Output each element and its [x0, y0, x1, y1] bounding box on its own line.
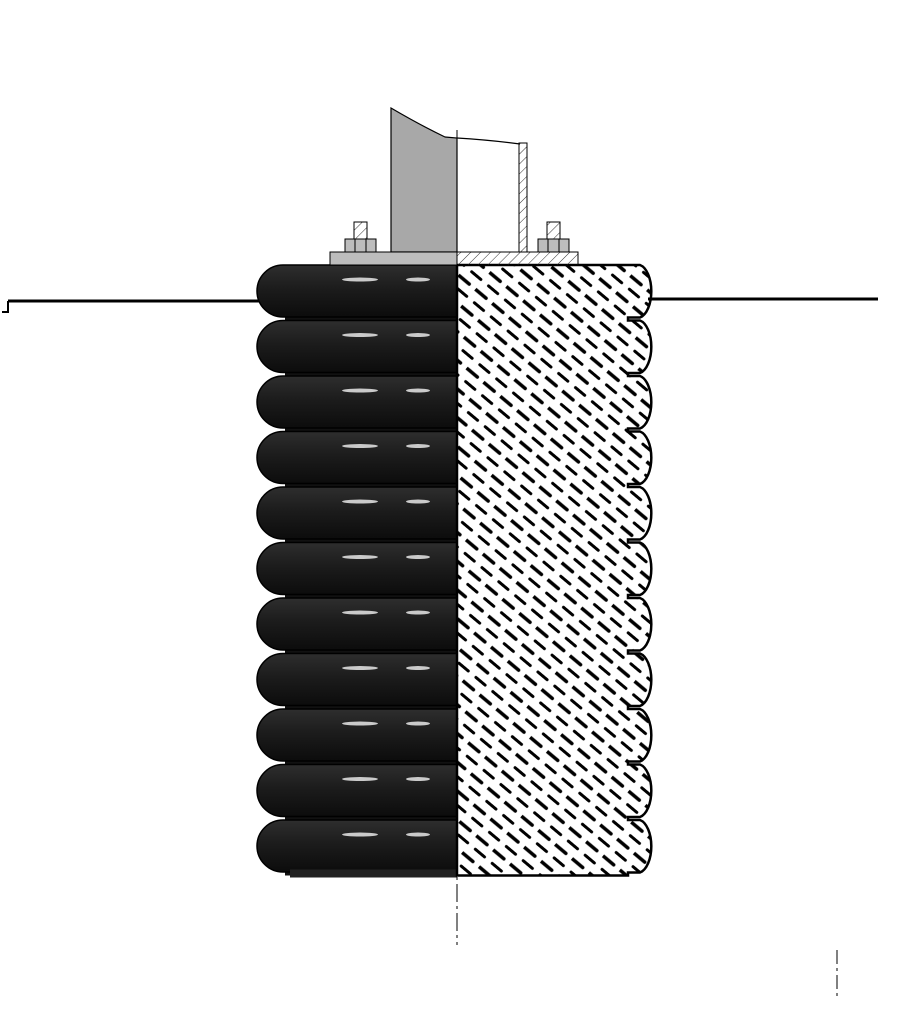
ring-highlight	[406, 333, 430, 338]
ring-highlight	[342, 832, 378, 837]
ring-highlight	[406, 721, 430, 726]
ring-highlight	[342, 666, 378, 671]
ring-highlight	[342, 555, 378, 560]
ring-highlight	[342, 277, 378, 282]
ring-highlight	[406, 666, 430, 671]
pipe-ring	[256, 375, 458, 429]
ring-highlight	[342, 610, 378, 615]
pipe-ring	[256, 597, 458, 651]
ring-highlight	[406, 832, 430, 837]
pipe-ring	[256, 486, 458, 540]
base-plate-section	[456, 251, 579, 266]
ground-line-left-tick	[2, 301, 9, 313]
post-wall-section	[518, 142, 528, 253]
ring-highlight	[406, 777, 430, 782]
pipe-ring	[256, 652, 458, 707]
pipe-bottom	[290, 869, 457, 878]
pipe-ring	[256, 708, 458, 762]
ring-highlight	[406, 277, 430, 282]
anchor-bolt-right	[537, 221, 570, 253]
anchor-bolt-left	[344, 221, 377, 253]
ring-highlight	[406, 499, 430, 504]
base-plate-left	[329, 251, 458, 266]
ring-highlight	[342, 444, 378, 449]
ring-highlight	[342, 388, 378, 393]
ring-highlight	[406, 444, 430, 449]
pipe-ring	[256, 763, 458, 818]
pipe-ring	[256, 541, 458, 596]
pipe-ring	[256, 319, 458, 374]
pipe-ring	[256, 264, 458, 318]
ring-highlight	[406, 555, 430, 560]
concrete-section-hatched	[455, 263, 653, 877]
post-exterior	[390, 106, 458, 253]
ring-highlight	[406, 610, 430, 615]
ring-highlight	[342, 333, 378, 338]
pipe-ring	[256, 819, 458, 873]
ring-highlight	[342, 499, 378, 504]
corrugated-pipe-exterior	[256, 264, 458, 878]
post-cut-edge	[456, 137, 521, 145]
ring-highlight	[406, 388, 430, 393]
pipe-ring	[256, 430, 458, 485]
ring-highlight	[342, 777, 378, 782]
ring-highlight	[342, 721, 378, 726]
